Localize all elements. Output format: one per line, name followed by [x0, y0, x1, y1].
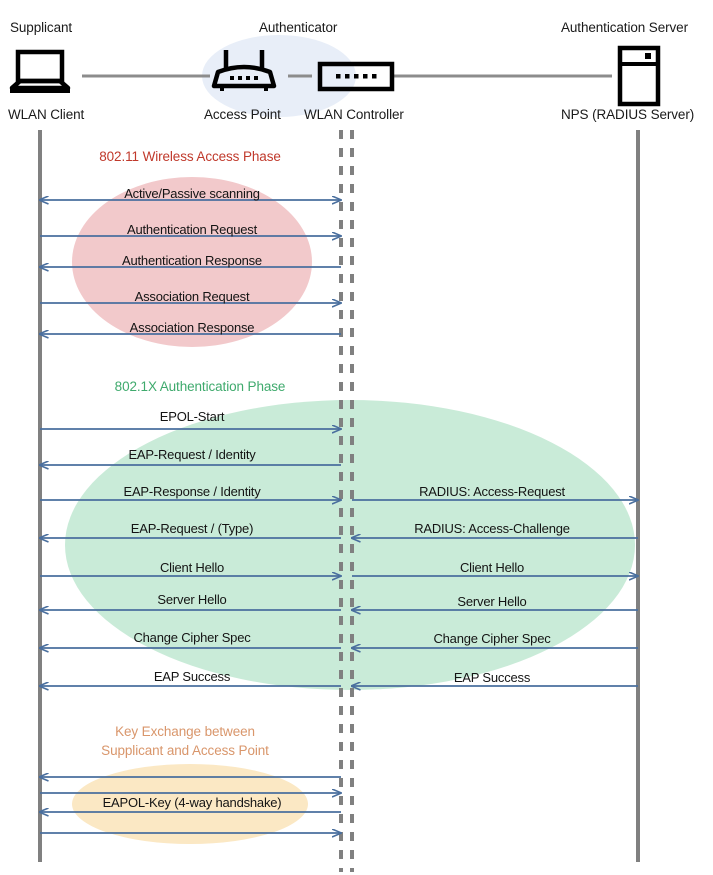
message-label-m2: Authentication Request [126, 222, 258, 237]
message-label-m5: Association Response [129, 320, 255, 335]
message-label-m9: EAP-Request / (Type) [130, 521, 254, 536]
message-label-r3: Client Hello [459, 560, 525, 575]
message-arrows [40, 200, 638, 833]
message-label-m12: Change Cipher Spec [133, 630, 251, 645]
message-label-m11: Server Hello [157, 592, 227, 607]
message-label-m16: EAPOL-Key (4-way handshake) [102, 795, 282, 810]
message-label-m4: Association Request [134, 289, 250, 304]
actor-device-wlan-client: WLAN Client [8, 107, 85, 122]
message-label-m10: Client Hello [159, 560, 225, 575]
message-label-m1: Active/Passive scanning [124, 186, 260, 201]
message-label-r4: Server Hello [457, 594, 527, 609]
message-label-m7: EAP-Request / Identity [128, 447, 256, 462]
laptop-icon [9, 49, 71, 93]
actor-device-nps-radius-server: NPS (RADIUS Server) [561, 107, 695, 122]
actor-device-wlan-controller: WLAN Controller [304, 107, 404, 122]
message-label-m3: Authentication Response [122, 253, 262, 268]
wlan-controller-icon [317, 61, 395, 92]
wireless-access-phase-ellipse [72, 177, 312, 347]
message-label-r2: RADIUS: Access-Challenge [414, 521, 570, 536]
authenticator-group-ellipse [202, 35, 356, 117]
access-point-icon [211, 50, 277, 91]
phase-label-dot1x-authentication: 802.1X Authentication Phase [114, 379, 286, 394]
message-label-r1: RADIUS: Access-Request [419, 484, 565, 499]
phase-label-key-exchange-line2: Supplicant and Access Point [101, 743, 269, 758]
actor-role-supplicant: Supplicant [10, 20, 73, 35]
message-label-m6: EPOL-Start [159, 409, 225, 424]
actor-role-authenticator: Authenticator [259, 20, 338, 35]
phase-label-key-exchange: Key Exchange between Supplicant and Acce… [101, 722, 269, 760]
phase-label-key-exchange-line1: Key Exchange between [115, 724, 255, 739]
actor-device-access-point: Access Point [204, 107, 281, 122]
message-label-r5: Change Cipher Spec [433, 631, 551, 646]
key-exchange-phase-ellipse [72, 764, 308, 844]
phase-label-wireless-access: 802.11 Wireless Access Phase [99, 149, 281, 164]
actor-role-authentication-server: Authentication Server [561, 20, 688, 35]
message-label-r6: EAP Success [453, 670, 531, 685]
server-icon [617, 45, 661, 107]
message-label-m8: EAP-Response / Identity [123, 484, 261, 499]
message-label-m13: EAP Success [153, 669, 231, 684]
